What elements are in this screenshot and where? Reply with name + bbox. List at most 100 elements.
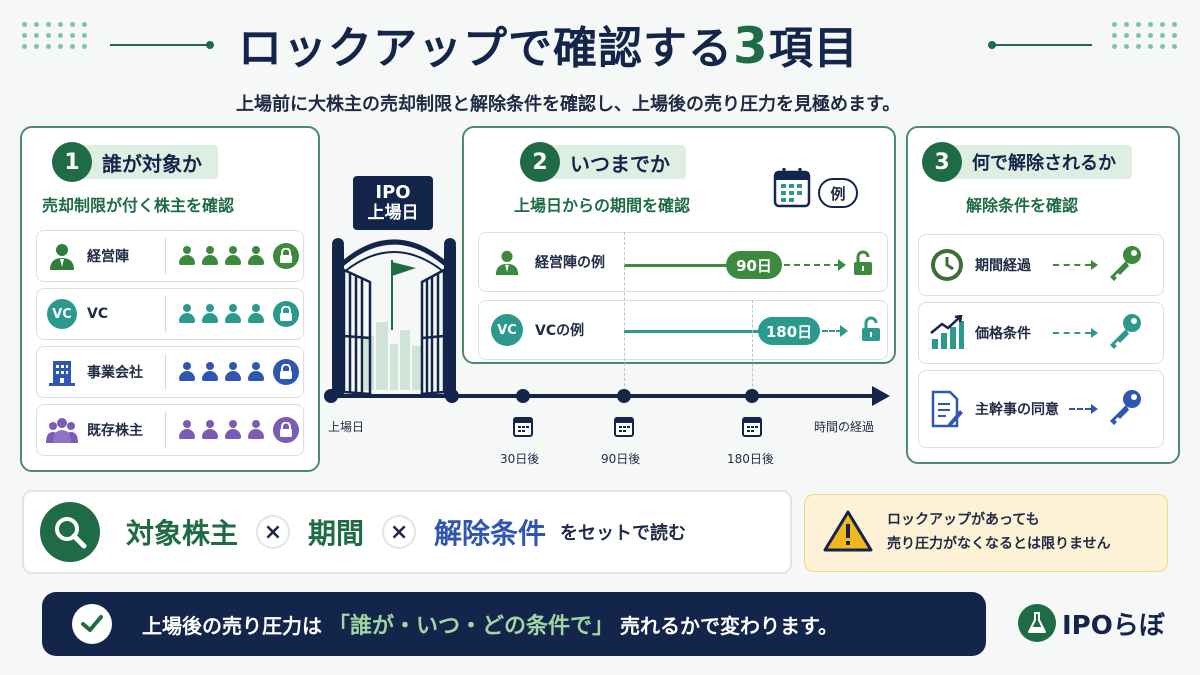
period-row-label: VCの例 [535, 323, 585, 339]
timeline-dot-180 [745, 389, 759, 403]
people-icons [178, 362, 265, 382]
row-divider [165, 238, 166, 274]
row-divider [165, 296, 166, 332]
timeline-tick-90: 90日後 [601, 452, 641, 466]
ipo-sign-line2: 上場日 [367, 202, 419, 223]
calendar-icon [613, 414, 635, 442]
formula-suffix: をセットで読む [560, 523, 687, 544]
timeline-arrow-icon [872, 386, 890, 406]
calendar-icon [741, 414, 763, 442]
check-icon [72, 604, 112, 644]
section2-number: 2 [520, 142, 560, 182]
section3-header: 3 何で解除されるか [922, 142, 1132, 182]
management-icon [37, 241, 87, 271]
row-divider [165, 412, 166, 448]
section1-subtitle: 売却制限が付く株主を確認 [42, 196, 235, 215]
timeline-tick-30: 30日後 [500, 452, 540, 466]
section1-header: 1 誰が対象か [52, 142, 218, 182]
shareholder-row-vc: VC VC [36, 288, 304, 340]
title-suffix: 項目 [768, 23, 859, 74]
dashed-arrow [784, 264, 840, 266]
release-row-underwriter: 主幹事の同意 [918, 370, 1164, 448]
timeline-dot-start [324, 389, 338, 403]
conclusion-banner: 上場後の売り圧力は 「誰が・いつ・どの条件で」 売れるかで変わります。 [42, 592, 986, 656]
release-row-label: 期間経過 [975, 258, 1031, 274]
tick-guide-180 [752, 300, 753, 396]
shareholder-row-management: 経営陣 [36, 230, 304, 282]
key-icon [1104, 311, 1144, 355]
section2-subtitle: 上場日からの期間を確認 [514, 196, 691, 215]
arrow-head [838, 259, 846, 271]
calendar-icon [512, 414, 534, 442]
row-label: 事業会社 [87, 365, 143, 381]
section1-number: 1 [52, 142, 92, 182]
banner-text-tail: 売れるかで変わります。 [620, 613, 839, 638]
vc-badge-wrap: VC [479, 314, 535, 346]
arrow-head [1091, 260, 1098, 270]
people-icons [178, 420, 265, 440]
page-subtitle: 上場前に大株主の売却制限と解除条件を確認し、上場後の売り圧力を見極めます。 [236, 94, 901, 115]
vc-badge-icon: VC [491, 314, 523, 346]
clock-icon [919, 247, 975, 283]
dashed-arrow [1069, 408, 1091, 410]
people-icons [178, 246, 265, 266]
formula-term-period: 期間 [308, 517, 365, 550]
brand-name: IPOらぼ [1062, 610, 1165, 641]
search-icon [40, 502, 100, 562]
warning-icon [823, 509, 873, 557]
period-bar-management [624, 264, 734, 267]
timeline-dot-90 [617, 389, 631, 403]
banner-text-highlight: 「誰が・いつ・どの条件で」 [328, 614, 615, 639]
release-row-period: 期間経過 [918, 234, 1164, 296]
key-icon [1104, 243, 1144, 287]
period-row-label: 経営陣の例 [535, 255, 605, 271]
timeline-dot-30 [516, 389, 530, 403]
formula-term-conditions: 解除条件 [434, 517, 547, 550]
section2-header: 2 いつまでか [520, 142, 686, 182]
release-row-label: 主幹事の同意 [975, 402, 1059, 418]
dashed-arrow [1053, 332, 1091, 334]
warning-text: ロックアップがあっても 売り圧力がなくなるとは限りません [887, 509, 1111, 557]
unlock-icon [860, 316, 882, 346]
decorative-dots-right [1112, 22, 1178, 49]
period-row-management: 経営陣の例 [478, 232, 888, 292]
title-number: 3 [733, 17, 769, 75]
times-icon: × [382, 515, 417, 549]
dashed-arrow [822, 330, 842, 332]
ipo-gate-illustration [332, 238, 456, 396]
people-icons [178, 304, 265, 324]
lock-icon [273, 243, 299, 269]
section3-number: 3 [922, 142, 962, 182]
arrow-head [840, 325, 848, 337]
formula-term-shareholders: 対象株主 [126, 517, 239, 550]
release-row-label: 価格条件 [975, 326, 1031, 342]
lock-icon [273, 301, 299, 327]
timeline-dot-gate [445, 389, 459, 403]
section1-label: 誰が対象か [76, 145, 218, 179]
shareholder-row-existing: 既存株主 [36, 404, 304, 456]
building-icon [37, 357, 87, 387]
warning-box: ロックアップがあっても 売り圧力がなくなるとは限りません [804, 494, 1168, 572]
timeline-axis [330, 394, 876, 398]
title-rule-right [988, 41, 1092, 49]
document-icon [919, 390, 975, 428]
section3-subtitle: 解除条件を確認 [966, 196, 1079, 215]
lock-icon [273, 417, 299, 443]
section3-label: 何で解除されるか [946, 145, 1132, 179]
period-pill-90: 90日 [726, 251, 782, 279]
ipo-sign-line1: IPO [375, 181, 411, 203]
arrow-head [1091, 328, 1098, 338]
key-icon [1104, 387, 1144, 431]
ipo-sign: IPO 上場日 [353, 176, 433, 230]
row-divider [165, 354, 166, 390]
period-bar-vc [624, 330, 764, 333]
timeline-tick-180: 180日後 [727, 452, 774, 466]
timeline-end-label: 時間の経過 [814, 420, 875, 434]
arrow-head [1091, 404, 1098, 414]
shareholder-row-company: 事業会社 [36, 346, 304, 398]
dashed-arrow [1053, 264, 1091, 266]
row-label: 既存株主 [87, 423, 143, 439]
period-pill-180: 180日 [758, 317, 820, 345]
title-text: ロックアップで確認する [238, 23, 733, 74]
vc-badge-wrap: VC [37, 299, 87, 329]
